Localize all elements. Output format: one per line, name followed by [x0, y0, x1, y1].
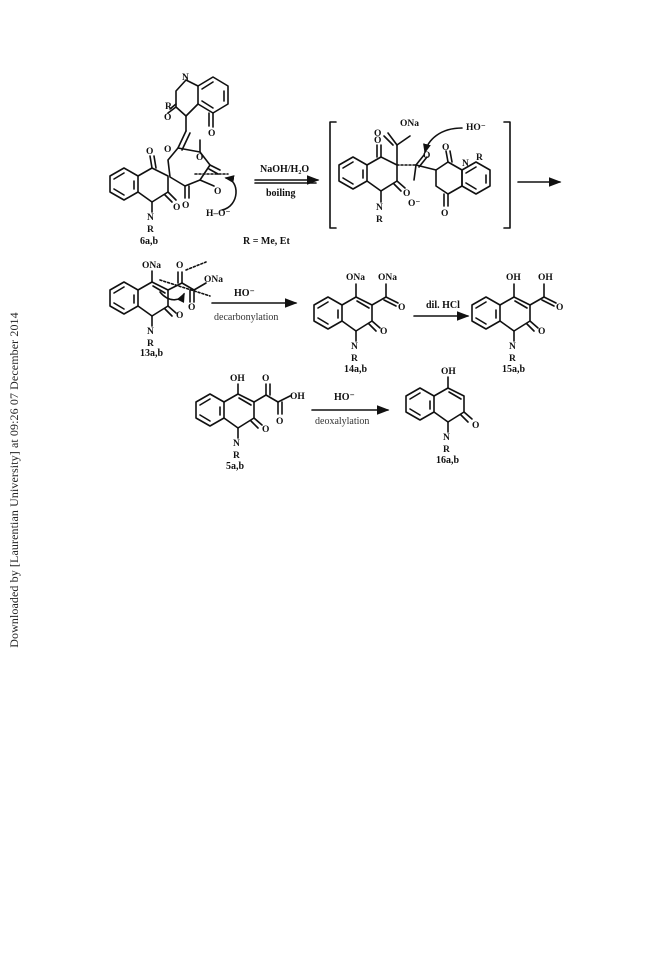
atom-r: R: [376, 215, 383, 225]
atom-o: O: [276, 417, 283, 427]
condition-hydroxide-4: HO⁻: [334, 392, 355, 403]
atom-ona: ONa: [142, 261, 161, 271]
compound-label-6ab: 6a,b: [140, 236, 159, 247]
atom-o: O: [380, 327, 387, 337]
atom-ona: ONa: [346, 273, 365, 283]
condition-decarbonylation: decarbonylation: [214, 312, 278, 323]
atom-n: N: [443, 433, 450, 443]
structure-5ab: [195, 383, 291, 439]
structure-intermediate: [338, 127, 491, 207]
atom-o: O: [214, 187, 221, 197]
atom-oh: OH: [230, 374, 245, 384]
atom-n: N: [182, 73, 189, 83]
atom-oh: OH: [538, 273, 553, 283]
atom-r: R: [509, 354, 516, 364]
atom-n: N: [147, 327, 154, 337]
atom-r: R: [351, 354, 358, 364]
atom-o: O: [164, 145, 171, 155]
atom-o: O: [398, 303, 405, 313]
atom-o: O: [173, 203, 180, 213]
atom-r: R: [476, 153, 483, 163]
atom-oh: OH: [441, 367, 456, 377]
hydroxide-label: HO⁻: [466, 123, 486, 133]
atom-o: O: [538, 327, 545, 337]
atom-ona: ONa: [400, 119, 419, 129]
compound-label-5ab: 5a,b: [226, 461, 245, 472]
atom-r: R: [147, 339, 154, 349]
condition-naoh-water: NaOH/H₂O: [260, 164, 309, 175]
compound-label-15ab: 15a,b: [502, 364, 526, 375]
structure-6ab: [109, 76, 237, 213]
atom-o: O: [164, 113, 171, 123]
atom-o: O: [442, 143, 449, 153]
atom-n: N: [147, 213, 154, 223]
atom-o: O: [374, 129, 381, 139]
atom-o: O: [182, 201, 189, 211]
atom-n: N: [233, 439, 240, 449]
atom-o: O: [441, 209, 448, 219]
atom-o: O: [146, 147, 153, 157]
atom-n: N: [462, 159, 469, 169]
atom-r: R: [165, 102, 172, 112]
atom-o: O: [403, 189, 410, 199]
condition-hydroxide-2: HO⁻: [234, 288, 255, 299]
structure-13ab: [109, 261, 211, 327]
atom-n: N: [351, 342, 358, 352]
atom-o: O: [423, 151, 430, 161]
atom-o: O: [374, 136, 381, 146]
atom-o: O: [176, 261, 183, 271]
atom-n: N: [509, 342, 516, 352]
condition-deoxalylation: deoxalylation: [315, 416, 369, 427]
compound-label-14ab: 14a,b: [344, 364, 368, 375]
compound-label-16ab: 16a,b: [436, 455, 460, 466]
atom-o: O: [176, 311, 183, 321]
atom-r: R: [147, 225, 154, 235]
structure-16ab: [405, 376, 473, 433]
atom-o: O: [556, 303, 563, 313]
atom-o: O: [196, 153, 203, 163]
oxide-anion: O⁻: [408, 199, 420, 209]
atom-o: O: [472, 421, 479, 431]
atom-o: O: [262, 425, 269, 435]
atom-ona: ONa: [204, 275, 223, 285]
structure-15ab: [471, 283, 557, 342]
atom-r: R: [233, 451, 240, 461]
condition-boiling: boiling: [266, 188, 295, 199]
atom-oh: OH: [506, 273, 521, 283]
atom-o: O: [188, 303, 195, 313]
atom-ona: ONa: [378, 273, 397, 283]
structure-14ab: [313, 283, 399, 342]
hydroxide-h-o: H–O⁻: [206, 209, 231, 219]
atom-o: O: [208, 129, 215, 139]
substituent-note: R = Me, Et: [243, 236, 290, 247]
condition-dil-hcl: dil. HCl: [426, 300, 460, 311]
atom-o: O: [262, 374, 269, 384]
atom-r: R: [443, 445, 450, 455]
atom-oh: OH: [290, 392, 305, 402]
atom-n: N: [376, 203, 383, 213]
compound-label-13ab: 13a,b: [140, 348, 164, 359]
